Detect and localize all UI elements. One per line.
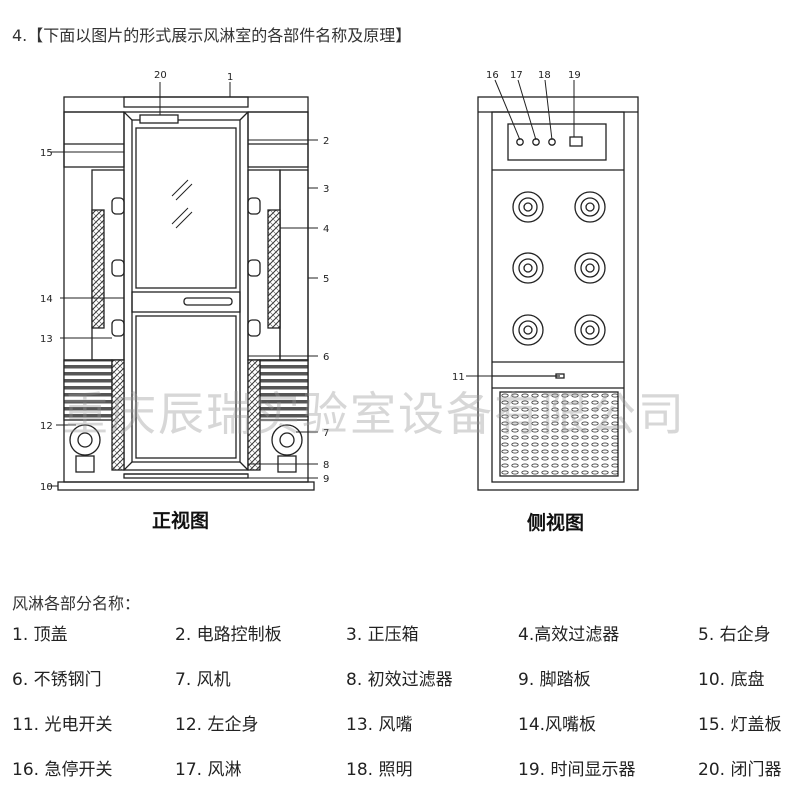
part-item: 18. 照明 — [346, 760, 413, 780]
base-plate — [57, 481, 315, 491]
side-view-caption: 侧视图 — [527, 512, 585, 534]
part-item: 13. 风嘴 — [346, 715, 413, 735]
part-item: 3. 正压箱 — [346, 625, 419, 645]
fan-right — [271, 424, 303, 456]
callout-4: 4 — [323, 224, 329, 235]
part-item: 20. 闭门器 — [698, 760, 782, 780]
part-item: 19. 时间显示器 — [518, 760, 636, 780]
part-item: 8. 初效过滤器 — [346, 670, 453, 690]
front-view — [57, 96, 315, 491]
part-item: 10. 底盘 — [698, 670, 765, 690]
callout-7: 7 — [323, 428, 329, 439]
part-item: 14.风嘴板 — [518, 715, 597, 735]
callout-8: 8 — [323, 460, 329, 471]
side-nozzles — [512, 191, 606, 346]
callout-11: 11 — [452, 372, 465, 383]
foot-pedal — [123, 473, 249, 479]
part-item: 15. 灯盖板 — [698, 715, 782, 735]
parts-title: 风淋各部分名称： — [12, 594, 141, 613]
front-view-caption: 正视图 — [152, 510, 210, 532]
door-closer — [139, 114, 179, 124]
door-window — [135, 127, 237, 289]
time-display — [569, 136, 583, 147]
callout-5: 5 — [323, 274, 329, 285]
part-item: 17. 风淋 — [175, 760, 242, 780]
nozzles-left — [111, 197, 125, 337]
callout-2: 2 — [323, 136, 329, 147]
part-item: 9. 脚踏板 — [518, 670, 591, 690]
callout-20: 20 — [154, 70, 167, 81]
callout-14: 14 — [40, 294, 53, 305]
door-frame — [123, 111, 249, 471]
callout-19: 19 — [568, 70, 581, 81]
side-callouts: 16 17 18 19 11 — [452, 70, 581, 383]
air-shower-diagram: 20 1 2 15 3 4 5 14 13 6 12 7 8 9 10 — [40, 70, 639, 493]
part-item: 5. 右企身 — [698, 625, 771, 645]
hepa-filter-left — [91, 209, 105, 329]
callout-6: 6 — [323, 352, 329, 363]
hepa-filter-right — [267, 209, 281, 329]
control-panel — [507, 123, 607, 161]
section-heading: 4.【下面以图片的形式展示风淋室的各部件名称及原理】 — [12, 26, 412, 45]
top-cover — [123, 96, 249, 108]
callout-3: 3 — [323, 184, 329, 195]
callout-17: 17 — [510, 70, 523, 81]
part-item: 2. 电路控制板 — [175, 625, 282, 645]
nozzles-right — [247, 197, 261, 337]
side-outer-frame — [477, 96, 639, 491]
callout-9: 9 — [323, 474, 329, 485]
callout-18: 18 — [538, 70, 551, 81]
callout-12: 12 — [40, 421, 53, 432]
callout-15: 15 — [40, 148, 53, 159]
door-handle — [183, 297, 233, 306]
part-item: 12. 左企身 — [175, 715, 259, 735]
vent-grille — [499, 391, 619, 477]
callout-10: 10 — [40, 482, 53, 493]
callout-13: 13 — [40, 334, 53, 345]
part-item: 4.高效过滤器 — [518, 625, 620, 645]
part-item: 1. 顶盖 — [12, 625, 68, 645]
part-item: 6. 不锈钢门 — [12, 670, 102, 690]
callout-16: 16 — [486, 70, 499, 81]
part-item: 7. 风机 — [175, 670, 231, 690]
callout-1: 1 — [227, 72, 233, 83]
side-view — [477, 96, 639, 491]
part-item: 11. 光电开关 — [12, 715, 113, 735]
part-item: 16. 急停开关 — [12, 760, 113, 780]
photoelectric-switch — [555, 373, 565, 379]
fan-left — [69, 424, 101, 456]
front-callouts: 20 1 2 15 3 4 5 14 13 6 12 7 8 9 10 — [40, 70, 329, 493]
